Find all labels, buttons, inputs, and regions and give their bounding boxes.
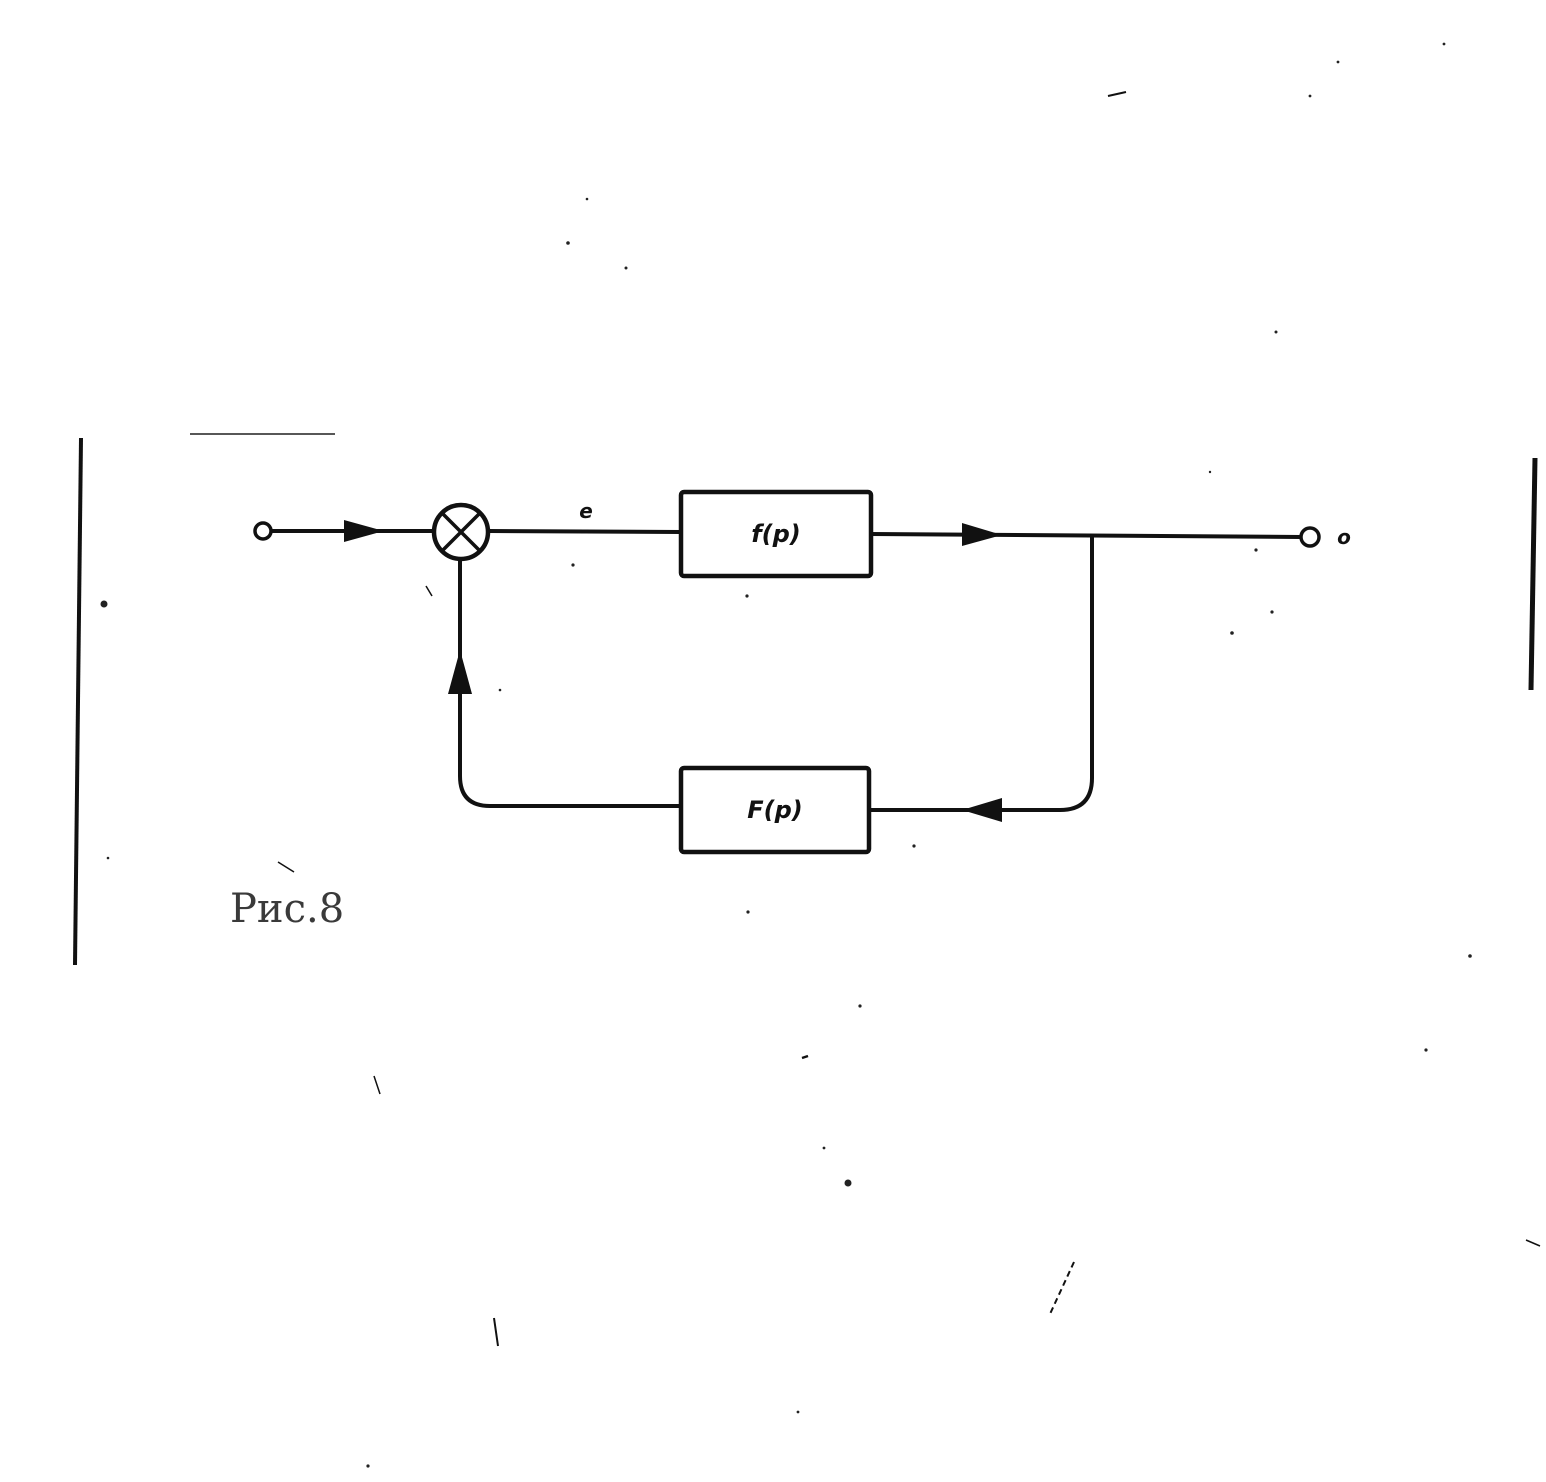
scan-speck xyxy=(822,1146,826,1150)
scan-speck xyxy=(1254,548,1258,552)
scan-speck xyxy=(1230,631,1234,635)
figure-caption: Рис.8 xyxy=(230,886,344,932)
scan-speck xyxy=(1308,94,1312,98)
scan-scratch xyxy=(493,1317,499,1347)
scan-speck xyxy=(106,856,110,860)
scan-noise xyxy=(100,42,1541,1468)
scan-scratch xyxy=(1049,1261,1075,1315)
scan-speck xyxy=(566,241,570,245)
feedback-return-arrow xyxy=(448,650,472,694)
forward-block-label: f(p) xyxy=(751,520,801,548)
scan-speck xyxy=(1424,1048,1428,1052)
scan-scratch xyxy=(277,861,295,873)
scan-speck xyxy=(745,594,749,598)
scan-scratch xyxy=(801,1054,809,1060)
input-terminal xyxy=(253,521,273,541)
scan-speck xyxy=(844,1179,852,1187)
scan-scratch xyxy=(1107,91,1127,97)
output-terminal xyxy=(1299,526,1321,548)
right-frame-line xyxy=(1528,457,1538,691)
error-signal-label: e xyxy=(579,499,593,523)
scan-speck xyxy=(624,266,628,270)
feedback-block-box xyxy=(678,765,872,855)
scan-speck xyxy=(366,1464,370,1468)
input-arrow xyxy=(344,520,384,542)
scan-speck xyxy=(1270,610,1274,614)
scan-speck xyxy=(1468,954,1472,958)
scan-speck xyxy=(1336,60,1340,64)
output-line xyxy=(868,532,1303,539)
scan-speck xyxy=(796,1410,800,1414)
forward-output-arrow xyxy=(962,523,1002,546)
scan-speck xyxy=(746,910,750,914)
feedback-return-line xyxy=(458,558,683,808)
scan-speck xyxy=(1208,470,1212,474)
scan-speck xyxy=(571,563,575,567)
feedback-pickoff-line xyxy=(868,534,1094,812)
forward-block: f(p) xyxy=(678,489,874,579)
scan-scratch xyxy=(1525,1239,1541,1247)
scan-scratch xyxy=(373,1075,381,1095)
scan-speck xyxy=(1274,330,1278,334)
scan-speck xyxy=(1442,42,1446,46)
scan-speck xyxy=(100,600,108,608)
left-frame-line xyxy=(73,437,83,966)
forward-block-box xyxy=(678,489,874,579)
feedback-input-arrow xyxy=(962,798,1002,822)
output-signal-label: o xyxy=(1337,525,1351,549)
scan-speck xyxy=(585,197,589,201)
scan-scratch xyxy=(425,585,433,597)
feedback-block: F(p) xyxy=(678,765,872,855)
summing-junction xyxy=(431,502,491,562)
feedback-block-label: F(p) xyxy=(747,796,803,824)
scan-speck xyxy=(912,844,916,848)
summing-junction-cross-icon xyxy=(440,511,482,553)
scan-speck xyxy=(858,1004,862,1008)
scan-frame xyxy=(73,433,1538,966)
scan-speck xyxy=(498,688,502,692)
error-line xyxy=(486,529,683,534)
